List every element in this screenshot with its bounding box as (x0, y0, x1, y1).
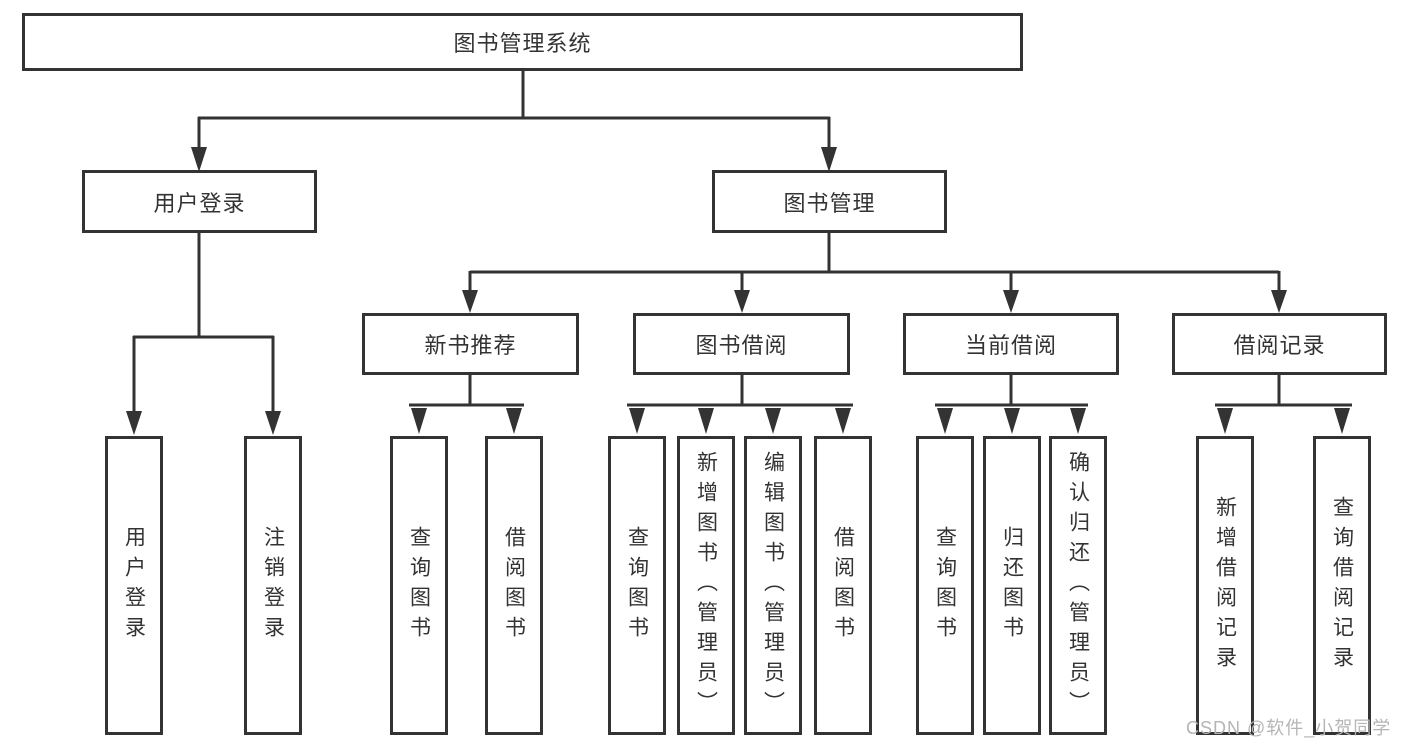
leaf-cb-confirm-return-admin: 确认归还（管理员） (1049, 436, 1107, 735)
leaf-nbr-query-books: 查询图书 (390, 436, 448, 735)
leaf-br-add-record-label: 新增借阅记录 (1213, 495, 1237, 676)
leaf-bb-edit-books-admin-label: 编辑图书（管理员） (761, 450, 785, 721)
node-new-book-recommend: 新书推荐 (362, 313, 579, 375)
csdn-watermark: CSDN @软件_小贺同学 (1186, 718, 1392, 738)
leaf-br-add-record: 新增借阅记录 (1196, 436, 1254, 735)
node-root: 图书管理系统 (22, 13, 1023, 71)
leaf-bb-query-books: 查询图书 (608, 436, 666, 735)
leaf-logout: 注销登录 (244, 436, 302, 735)
node-borrow-records: 借阅记录 (1172, 313, 1387, 375)
leaf-bb-borrow-books: 借阅图书 (814, 436, 872, 735)
leaf-nbr-borrow-books: 借阅图书 (485, 436, 543, 735)
leaf-cb-query-books-label: 查询图书 (933, 525, 957, 646)
node-book-borrow: 图书借阅 (633, 313, 850, 375)
leaf-nbr-borrow-books-label: 借阅图书 (502, 525, 526, 646)
leaf-bb-borrow-books-label: 借阅图书 (831, 525, 855, 646)
leaf-cb-query-books: 查询图书 (916, 436, 974, 735)
leaf-cb-return-books: 归还图书 (983, 436, 1041, 735)
connector-arrowheads (126, 147, 1350, 435)
leaf-bb-query-books-label: 查询图书 (625, 525, 649, 646)
leaf-br-query-record-label: 查询借阅记录 (1330, 495, 1354, 676)
leaf-user-login-label: 用户登录 (122, 525, 146, 646)
leaf-bb-add-books-admin: 新增图书（管理员） (677, 436, 735, 735)
node-user-login: 用户登录 (82, 170, 317, 233)
node-book-management: 图书管理 (712, 170, 947, 233)
leaf-cb-confirm-return-admin-label: 确认归还（管理员） (1066, 450, 1090, 721)
leaf-user-login: 用户登录 (105, 436, 163, 735)
leaf-bb-add-books-admin-label: 新增图书（管理员） (694, 450, 718, 721)
leaf-cb-return-books-label: 归还图书 (1000, 525, 1024, 646)
leaf-bb-edit-books-admin: 编辑图书（管理员） (744, 436, 802, 735)
node-current-borrow: 当前借阅 (903, 313, 1119, 375)
leaf-nbr-query-books-label: 查询图书 (407, 525, 431, 646)
leaf-br-query-record: 查询借阅记录 (1313, 436, 1371, 735)
connector-lines (132, 70, 1352, 414)
leaf-logout-label: 注销登录 (261, 525, 285, 646)
